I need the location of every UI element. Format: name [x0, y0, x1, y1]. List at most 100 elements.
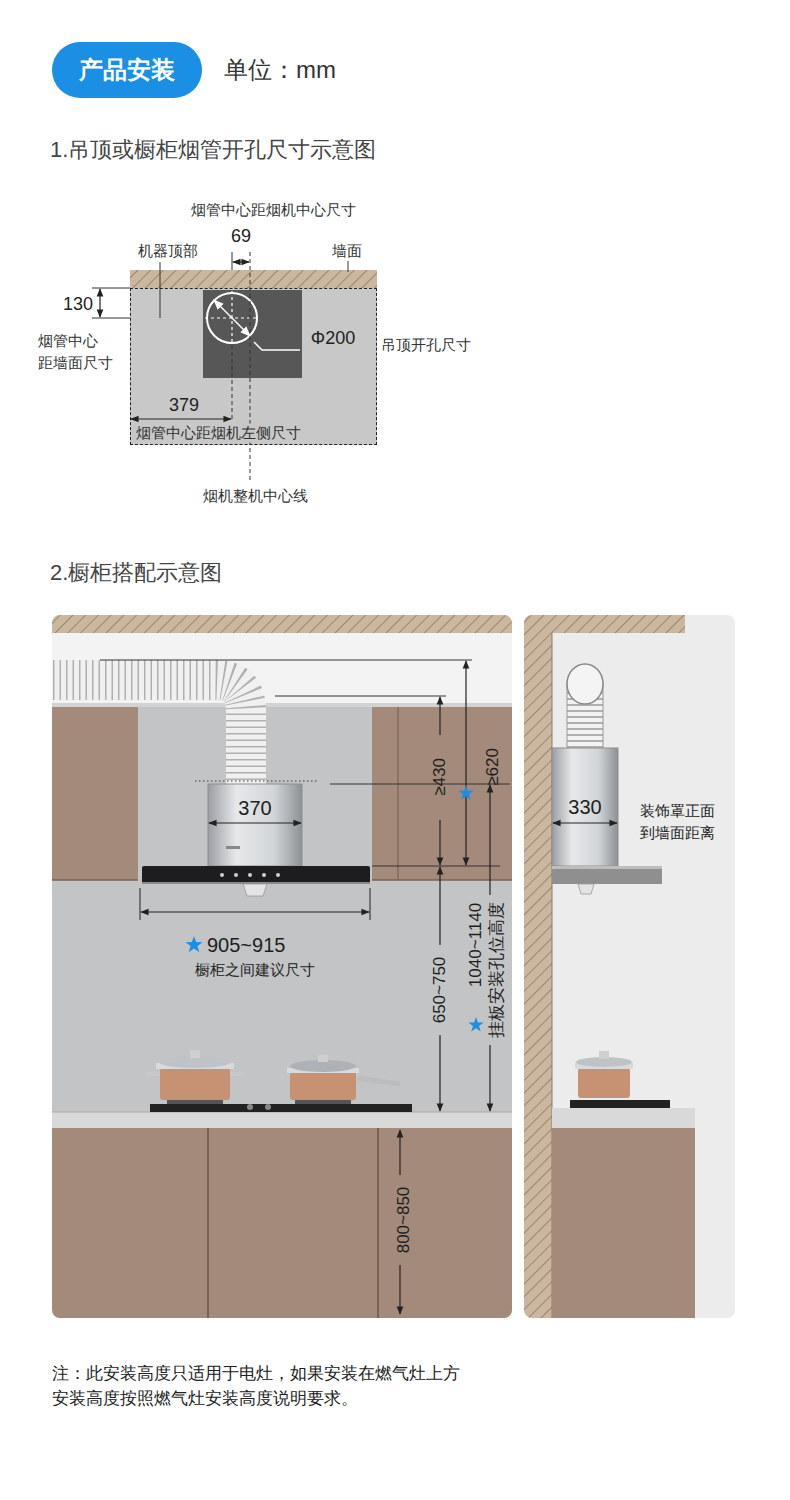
dimension-line	[131, 418, 231, 419]
hood-button	[262, 873, 266, 877]
star-mark	[458, 785, 473, 799]
dimension-caption: 橱柜之间建议尺寸	[195, 961, 315, 980]
wall-hatch	[130, 270, 377, 288]
knob	[247, 1104, 253, 1110]
pot-body	[578, 1068, 630, 1098]
extension-line	[232, 345, 233, 421]
hood-logo	[226, 846, 240, 849]
dimension-line	[439, 697, 440, 735]
hood-canopy	[552, 866, 662, 884]
duct-opening	[567, 664, 603, 704]
panel-ground	[52, 615, 512, 1318]
tick	[370, 888, 371, 920]
knob	[265, 1104, 271, 1110]
countertop	[52, 1112, 512, 1128]
hood-chimney	[208, 784, 302, 866]
star-mark	[468, 1017, 483, 1031]
dimension-line	[399, 1265, 400, 1314]
dimension-value: 330	[568, 795, 601, 820]
cabinet-seam	[377, 1128, 379, 1318]
section-heading: 1.吊顶或橱柜烟管开孔尺寸示意图	[50, 136, 376, 164]
hood-button	[276, 873, 280, 877]
dimension-value: 130	[63, 293, 93, 316]
dimension-line	[233, 261, 249, 262]
leader-line	[160, 262, 161, 318]
wall-hatch	[524, 615, 552, 1318]
dimension-caption: 烟管中心距烟机左侧尺寸	[134, 424, 303, 443]
extension-line	[100, 660, 472, 661]
dimension-value: 379	[169, 394, 199, 417]
lower-cabinet	[52, 1128, 512, 1318]
pot-handle	[146, 1072, 160, 1076]
cooktop	[570, 1100, 670, 1108]
dimension-line	[439, 867, 440, 945]
dimension-caption: 烟管中心距烟机中心尺寸	[191, 201, 356, 220]
ceiling-hole	[203, 290, 302, 378]
dimension-value: ≥430	[429, 758, 450, 796]
footnote: 注：此安装高度只适用于电灶，如果安装在燃气灶上方 安装高度按照燃气灶安装高度说明…	[52, 1362, 532, 1411]
section-heading: 2.橱柜搭配示意图	[50, 559, 222, 587]
pot-handle	[230, 1072, 244, 1076]
kitchen-panel	[52, 615, 512, 1318]
hood-edge	[552, 866, 662, 869]
dimension-line	[209, 822, 301, 823]
star-mark	[185, 936, 202, 952]
dimension-line	[489, 785, 490, 895]
dimension-caption: 烟管中心 距墙面尺寸	[38, 330, 110, 374]
diameter-arrow	[214, 300, 250, 336]
hood-light	[578, 884, 594, 894]
extension-line	[330, 784, 510, 785]
part-label: 墙面	[332, 242, 362, 261]
hood-button	[248, 873, 252, 877]
upper-cabinet	[372, 707, 512, 880]
center-line	[250, 252, 251, 482]
extension-line	[92, 318, 130, 319]
part-label: 吊顶开孔尺寸	[381, 336, 471, 355]
dimension-line	[141, 911, 369, 912]
pot-knob	[599, 1051, 609, 1059]
cooktop	[150, 1104, 412, 1112]
cabinet-seam	[372, 879, 512, 881]
title-pill: 产品安装	[52, 42, 202, 98]
dotted-line	[195, 780, 318, 781]
dimension-value: Φ200	[311, 327, 355, 350]
ceiling-hatch	[552, 615, 685, 633]
cabinet-seam	[397, 707, 398, 880]
dimension-line	[465, 661, 466, 865]
dimension-value: 800~850	[393, 1187, 414, 1254]
hood-canopy	[142, 866, 370, 884]
ceiling-hatch	[52, 615, 512, 633]
dimension-line	[489, 1045, 490, 1111]
star-mark	[468, 1017, 483, 1031]
pan-handle	[357, 1078, 400, 1084]
panel-margin	[695, 1108, 735, 1318]
lower-cabinet	[552, 1128, 695, 1318]
extension-line	[232, 252, 233, 270]
pot-knob	[190, 1050, 200, 1058]
extension-line	[92, 288, 130, 289]
dimension-value: ≥620	[482, 748, 503, 786]
leader-line	[348, 261, 349, 272]
wall	[52, 707, 512, 1112]
ceiling-board	[52, 703, 512, 707]
cabinet-seam	[52, 879, 138, 881]
pill-text: 产品安装	[79, 55, 175, 85]
machine-top-outline: 379 烟管中心距烟机左侧尺寸	[130, 288, 377, 445]
leader-line	[254, 342, 300, 350]
pot-knob	[318, 1055, 328, 1062]
dimension-line	[553, 822, 617, 823]
dimension-value: 370	[238, 796, 271, 821]
extension-line	[275, 696, 446, 697]
part-label: 烟机整机中心线	[203, 487, 308, 506]
dimension-line	[439, 820, 440, 865]
dimension-value: 905~915	[207, 933, 285, 958]
part-label: 机器顶部	[138, 242, 198, 261]
dimension-caption: 装饰罩正面 到墙面距离	[640, 800, 740, 844]
side-panel	[524, 615, 735, 1318]
pot-body	[290, 1072, 356, 1100]
unit-note: 单位：mm	[224, 55, 336, 85]
extension-line	[372, 866, 500, 867]
